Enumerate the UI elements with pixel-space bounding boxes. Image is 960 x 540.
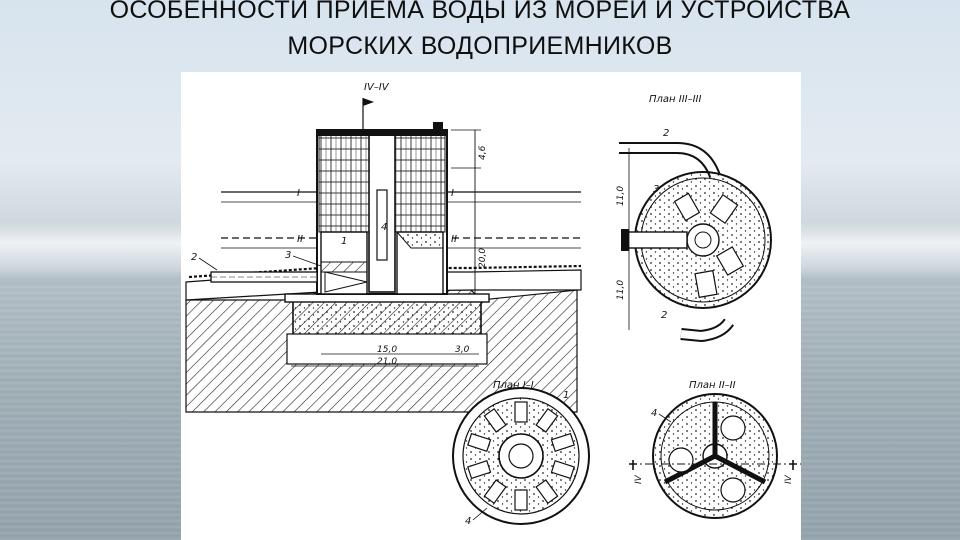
level-2-right: II: [451, 234, 457, 245]
dim-top-label: 4,6: [478, 145, 488, 160]
plan-3-chamber-1: [709, 193, 739, 225]
plan-3-dim-lower: 11,0: [616, 280, 626, 300]
level-2-left: II: [297, 234, 303, 245]
slide-title: ОСОБЕННОСТИ ПРИЕМА ВОДЫ ИЗ МОРЕЙ И УСТРО…: [0, 0, 960, 64]
plan-2-well-3: [720, 477, 746, 503]
plan-1-slot-9: [467, 432, 492, 452]
plan-i-view: План I–I 1 4: [452, 380, 590, 527]
shaft-pipe: [376, 189, 388, 261]
screen-grid-right: [394, 131, 446, 233]
flag-icon: [363, 98, 374, 106]
plan-iii-view: План III–III 11,0 11,0 2 2: [616, 94, 772, 343]
plan-1-slot-6: [514, 489, 528, 511]
tower-roof: [317, 130, 447, 136]
plan-1-slot-5: [535, 479, 559, 505]
plan-3-chamber-4: [673, 192, 701, 222]
plan-1-slot-8: [467, 460, 492, 480]
plan-3-inlet-pipe: [624, 231, 688, 249]
plan-1-shaft: [508, 443, 534, 469]
plan-1-heading: План I–I: [493, 380, 534, 391]
marker-4: 4: [381, 222, 387, 233]
engineering-drawing: IV–IV I II I II: [181, 72, 801, 540]
foundation-pit: [286, 333, 488, 365]
dim-3-label: 3,0: [455, 345, 470, 355]
plan-2-marker-4-leader: [658, 413, 672, 423]
plan-3-pipe-label-bottom: 2: [661, 310, 667, 321]
plan-1-slots: [467, 401, 575, 511]
level-1-right: I: [451, 188, 454, 199]
pipe-bottom-inner: [680, 319, 733, 341]
screen-grid-left: [318, 131, 370, 233]
plan-2-marker-4: 4: [651, 408, 657, 419]
intake-cone: [324, 271, 368, 293]
level-1-left: I: [297, 188, 300, 199]
plan-3-shaft: [694, 231, 712, 249]
plan-1-marker-1: 1: [563, 390, 569, 401]
plan-1-marker-4: 4: [465, 516, 471, 527]
plan-2-section-left: IV: [634, 474, 644, 484]
marker-1: 1: [341, 236, 347, 247]
plan-1-slot-4: [550, 460, 575, 480]
plan-2-well-2: [668, 447, 694, 473]
plan-3-chamber-2: [715, 246, 745, 276]
plan-3-dim-upper: 11,0: [616, 186, 626, 206]
dim-mid-label: 20,0: [478, 248, 488, 268]
plan-2-cut-right-marker: [789, 460, 797, 470]
roof-post: [433, 122, 443, 130]
plan-3-heading: План III–III: [649, 94, 702, 105]
marker-3: 3: [285, 250, 291, 261]
pipe-top-inner: [619, 144, 719, 178]
plan-1-slot-3: [550, 432, 575, 452]
screen-chamber: [395, 231, 444, 249]
plan-2-cut-left-marker: [629, 460, 637, 470]
intake-window: [320, 261, 368, 273]
drawing-canvas: IV–IV I II I II: [185, 82, 801, 527]
plan-3-chamber-3: [694, 269, 718, 299]
marker-2-leader: [198, 257, 218, 271]
foundation-slab: [292, 299, 482, 337]
slide-title-line-1: ОСОБЕННОСТИ ПРИЕМА ВОДЫ ИЗ МОРЕЙ И УСТРО…: [109, 0, 851, 24]
plan-1-slot-1: [514, 401, 528, 423]
dim-21-label: 21,0: [377, 357, 397, 367]
plan-1-marker-4-leader: [472, 507, 488, 521]
plan-3-inlet-flange: [621, 229, 629, 251]
section-heading: IV–IV: [364, 82, 390, 93]
foundation-plate: [284, 293, 490, 303]
plan-2-heading: План II–II: [689, 380, 736, 391]
plan-1-slot-7: [483, 479, 507, 505]
plan-1-slot-2: [535, 407, 559, 433]
marker-2: 2: [191, 252, 197, 263]
slide-title-line-2: МОРСКИХ ВОДОПРИЕМНИКОВ: [287, 32, 673, 60]
marker-3-leader: [292, 255, 322, 267]
plan-ii-view: План II–II IV IV 4: [629, 380, 801, 519]
plan-2-wall-2: [663, 453, 717, 485]
plan-3-pipe-label: 2: [663, 128, 669, 139]
section-iv-view: IV–IV I II I II: [185, 82, 582, 413]
plan-2-wall-3: [713, 453, 767, 485]
plan-1-slot-10: [483, 407, 507, 433]
plan-3-marker-3: 3: [653, 184, 659, 195]
plan-2-well-1: [720, 415, 746, 441]
dim-15-label: 15,0: [377, 345, 397, 355]
plan-2-section-right: IV: [784, 474, 794, 484]
